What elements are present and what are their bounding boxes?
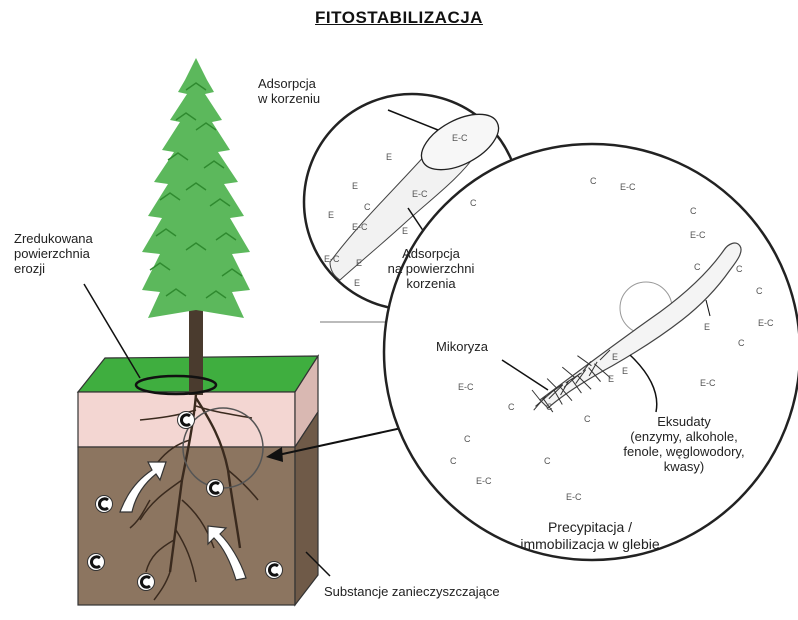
contaminant-symbol: C [690, 206, 697, 216]
contaminant-symbol: C [736, 264, 743, 274]
complex-symbol: E-C [620, 182, 636, 192]
erosion-label: Zredukowana powierzchnia erozji [14, 231, 93, 276]
subsoil-layer [78, 447, 295, 605]
exudates-label: Eksudaty (enzymy, alkohole, fenole, węgl… [586, 414, 782, 474]
contaminant-symbol: C [546, 402, 553, 412]
surface-adsorption-line-3: korzenia [366, 276, 496, 291]
contaminant-symbol: C [694, 262, 701, 272]
enzyme-symbol: E [386, 152, 392, 162]
complex-symbol: E-C [458, 382, 474, 392]
root-adsorption-line-1: Adsorpcja [258, 76, 320, 91]
tree-foliage [142, 58, 250, 318]
enzyme-symbol: E [328, 210, 334, 220]
enzyme-symbol: E [354, 278, 360, 288]
enzyme-symbol: E [356, 258, 362, 268]
erosion-label-line-1: Zredukowana [14, 231, 93, 246]
enzyme-symbol: E [608, 374, 614, 384]
complex-symbol: E-C [324, 254, 340, 264]
surface-adsorption-line-2: na powierzchni [366, 261, 496, 276]
enzyme-symbol: E [622, 366, 628, 376]
tree [142, 58, 250, 395]
precipitation-line-1: Precypitacja / [482, 519, 698, 536]
complex-symbol: E-C [566, 492, 582, 502]
precipitation-label: Precypitacja / immobilizacja w glebie [482, 519, 698, 553]
enzyme-symbol: E [612, 352, 618, 362]
mycorrhiza-label: Mikoryza [436, 339, 488, 354]
enzyme-symbol: E [352, 181, 358, 191]
contaminant-ring-icon [264, 560, 284, 580]
exudates-line-2: (enzymy, alkohole, [586, 429, 782, 444]
precipitation-line-2: immobilizacja w glebie [482, 536, 698, 553]
root-adsorption-label: Adsorpcja w korzeniu [258, 76, 320, 106]
complex-symbol: E-C [758, 318, 774, 328]
contaminant-symbol: C [738, 338, 745, 348]
contaminant-ring-icon [94, 494, 114, 514]
exudates-line-3: fenole, węglowodory, [586, 444, 782, 459]
surface-adsorption-line-1: Adsorpcja [366, 246, 496, 261]
complex-symbol: E-C [690, 230, 706, 240]
complex-symbol: E-C [700, 378, 716, 388]
contaminant-symbol: C [364, 202, 371, 212]
contaminant-ring-icon [176, 410, 196, 430]
exudates-line-1: Eksudaty [586, 414, 782, 429]
contaminant-symbol: C [470, 198, 477, 208]
erosion-label-line-2: powierzchnia [14, 246, 93, 261]
contaminant-symbol: C [584, 414, 591, 424]
contaminant-ring-icon [205, 478, 225, 498]
contaminant-symbol: C [756, 286, 763, 296]
complex-symbol: E-C [412, 189, 428, 199]
complex-symbol: E-C [352, 222, 368, 232]
erosion-label-line-3: erozji [14, 261, 93, 276]
subsoil-side [295, 412, 318, 605]
complex-symbol: E-C [452, 133, 468, 143]
contaminant-symbol: C [544, 456, 551, 466]
contaminant-symbol: C [464, 434, 471, 444]
exudates-line-4: kwasy) [586, 459, 782, 474]
enzyme-symbol: E [402, 226, 408, 236]
contaminant-ring-icon [136, 572, 156, 592]
contaminants-label: Substancje zanieczyszczające [324, 584, 500, 599]
contaminant-symbol: C [508, 402, 515, 412]
enzyme-symbol: E [704, 322, 710, 332]
contaminant-symbol: C [590, 176, 597, 186]
contaminant-ring-icon [86, 552, 106, 572]
contaminant-symbol: C [450, 456, 457, 466]
complex-symbol: E-C [476, 476, 492, 486]
surface-adsorption-label: Adsorpcja na powierzchni korzenia [366, 246, 496, 291]
root-adsorption-line-2: w korzeniu [258, 91, 320, 106]
